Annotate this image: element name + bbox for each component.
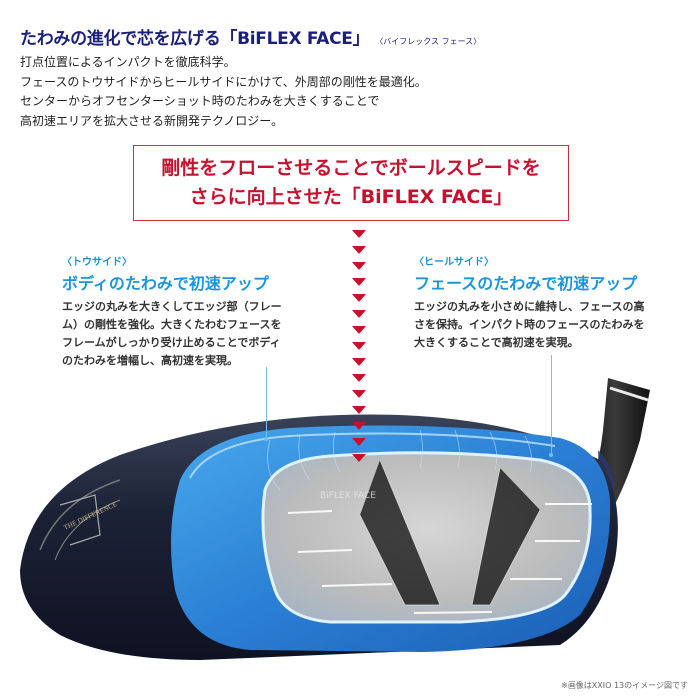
page-title-row: たわみの進化で芯を広げる「BiFLEX FACE」 〈バイフレックス フェース〉 bbox=[20, 24, 481, 49]
callout-line: 剛性をフローさせることでボールスピードを bbox=[161, 157, 541, 179]
heel-leader-line bbox=[551, 355, 552, 455]
toe-side-description: エッジの丸みを大きくしてエッジ部（フレー ム）の剛性を強化。大きくたわむフェース… bbox=[62, 298, 282, 370]
desc-line: のたわみを増幅し、高初速を実現。 bbox=[62, 354, 238, 367]
page-title: たわみの進化で芯を広げる「BiFLEX FACE」 bbox=[20, 29, 370, 49]
triangle-down-icon bbox=[352, 262, 366, 270]
heel-side-description: エッジの丸みを小さめに維持し、フェースの高 さを保持。インパクト時のフェースのた… bbox=[414, 298, 644, 352]
desc-line: ム）の剛性を強化。大きくたわむフェースを bbox=[62, 318, 282, 331]
callout-box: 剛性をフローさせることでボールスピードを さらに向上させた「BiFLEX FAC… bbox=[133, 145, 569, 221]
toe-leader-dot bbox=[264, 437, 268, 441]
triangle-down-icon bbox=[352, 278, 366, 286]
desc-line: さを保持。インパクト時のフェースのたわみを bbox=[414, 318, 645, 331]
intro-line: フェースのトウサイドからヒールサイドにかけて、外周部の剛性を最適化。 bbox=[20, 74, 427, 89]
desc-line: エッジの丸みを小さめに維持し、フェースの高 bbox=[414, 300, 645, 313]
intro-line: 打点位置によるインパクトを徹底科学。 bbox=[20, 55, 236, 69]
triangle-down-icon bbox=[352, 422, 366, 430]
triangle-down-icon bbox=[352, 454, 366, 462]
intro-line: 高初速エリアを拡大させる新開発テクノロジー。 bbox=[20, 113, 284, 128]
triangle-down-icon bbox=[352, 230, 366, 238]
triangle-down-icon bbox=[352, 406, 366, 414]
heel-side-tag: 〈ヒールサイド〉 bbox=[414, 257, 494, 268]
triangle-down-icon bbox=[352, 342, 366, 350]
triangle-down-icon bbox=[352, 390, 366, 398]
triangle-down-icon bbox=[352, 438, 366, 446]
triangle-down-icon bbox=[352, 310, 366, 318]
toe-side-heading: ボディのたわみで初速アップ bbox=[62, 274, 269, 293]
triangle-down-icon bbox=[352, 246, 366, 254]
triangle-down-icon bbox=[352, 374, 366, 382]
intro-text: 打点位置によるインパクトを徹底科学。 フェースのトウサイドからヒールサイドにかけ… bbox=[20, 53, 427, 131]
heel-side-block: 〈ヒールサイド〉 フェースのたわみで初速アップ エッジの丸みを小さめに維持し、フ… bbox=[414, 253, 644, 352]
heel-side-heading: フェースのたわみで初速アップ bbox=[414, 274, 638, 293]
driver-head-illustration: THE DIFFERENCE BiFLEX FACE bbox=[20, 378, 650, 660]
callout-line: さらに向上させた「BiFLEX FACE」 bbox=[189, 186, 513, 208]
title-reading: 〈バイフレックス フェース〉 bbox=[375, 37, 482, 46]
triangle-down-icon bbox=[352, 294, 366, 302]
intro-line: センターからオフセンターショット時のたわみを大きくすることで bbox=[20, 94, 380, 108]
desc-line: 大きくすることで高初速を実現。 bbox=[414, 336, 579, 349]
toe-side-tag: 〈トウサイド〉 bbox=[62, 257, 132, 268]
heel-leader-dot bbox=[549, 453, 553, 457]
svg-text:BiFLEX FACE: BiFLEX FACE bbox=[320, 491, 376, 501]
triangle-down-icon bbox=[352, 326, 366, 334]
desc-line: エッジの丸みを大きくしてエッジ部（フレー bbox=[62, 300, 282, 313]
desc-line: フレームがしっかり受け止めることでボディ bbox=[62, 336, 281, 349]
toe-leader-line bbox=[266, 367, 267, 439]
toe-side-block: 〈トウサイド〉 ボディのたわみで初速アップ エッジの丸みを大きくしてエッジ部（フ… bbox=[62, 253, 282, 370]
image-caption: ※画像はXXIO 13のイメージ図です bbox=[561, 681, 688, 690]
triangle-down-icon bbox=[352, 358, 366, 366]
